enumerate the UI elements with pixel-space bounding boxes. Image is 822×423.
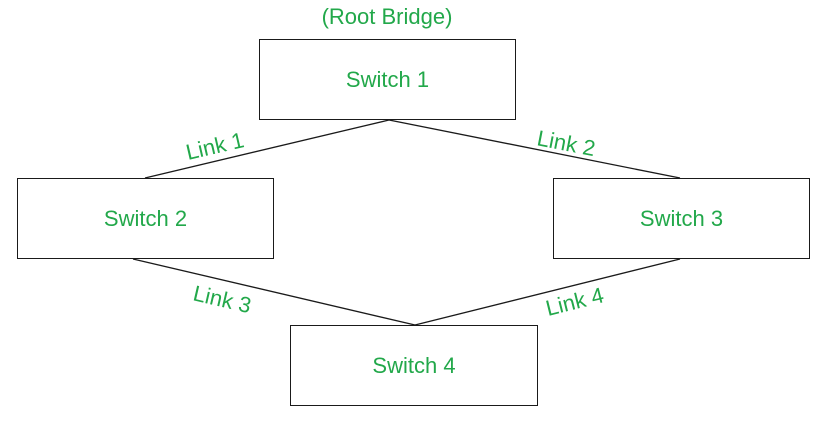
switch-3-box: Switch 3: [553, 178, 810, 259]
link-2-label: Link 2: [535, 125, 597, 161]
switch-1-label: Switch 1: [345, 66, 430, 92]
link-4-label: Link 4: [543, 282, 606, 320]
link-3-label: Link 3: [191, 281, 254, 319]
switch-1-box: Switch 1: [259, 39, 516, 120]
switch-4-label: Switch 4: [372, 352, 456, 378]
link-3-line: [132, 258, 416, 326]
switch-4-box: Switch 4: [290, 325, 538, 406]
link-1-label: Link 1: [184, 127, 247, 165]
link-4-line: [414, 258, 681, 326]
link-1-line: [144, 119, 390, 179]
link-2-line: [388, 119, 681, 179]
root-bridge-caption: (Root Bridge): [321, 4, 453, 29]
switch-2-label: Switch 2: [103, 205, 188, 231]
switch-3-label: Switch 3: [639, 205, 724, 231]
switch-2-box: Switch 2: [17, 178, 274, 259]
